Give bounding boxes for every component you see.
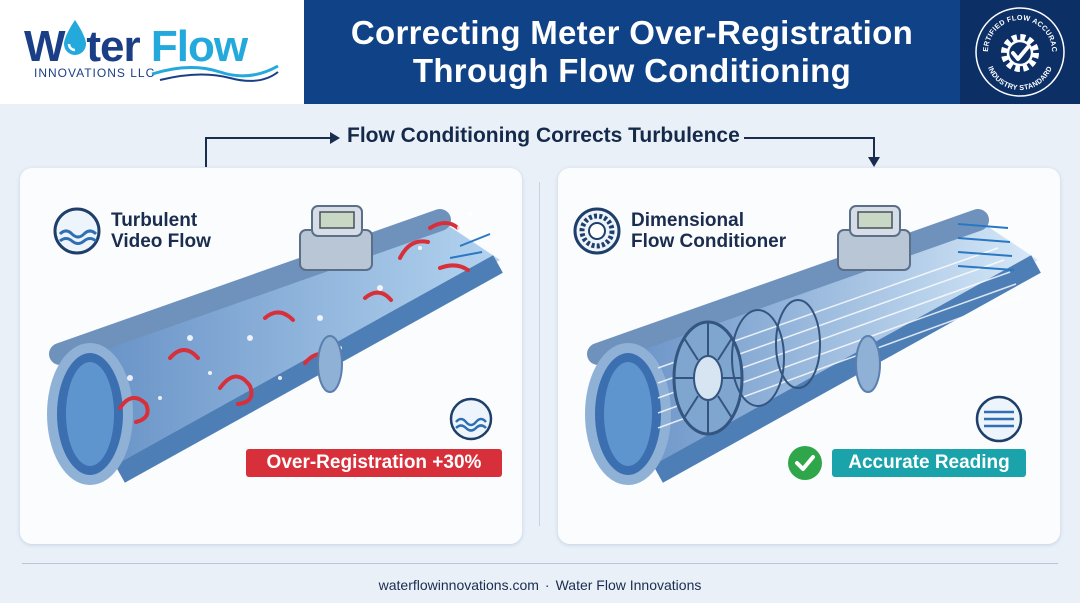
brand-name: Water Flow <box>24 22 248 72</box>
page-title-line1: Correcting Meter Over-Registration <box>350 14 914 51</box>
water-drop-icon <box>64 20 86 55</box>
footer-separator: · <box>544 577 550 593</box>
over-registration-badge: Over-Registration +30% <box>246 449 502 477</box>
brand-name-w: W <box>24 22 64 71</box>
footer-company: Water Flow Innovations <box>555 577 702 593</box>
check-icon <box>788 446 822 480</box>
flow-connector-arrow <box>205 132 880 167</box>
panel-conditioned: Dimensional Flow Conditioner Accurate Re… <box>558 168 1060 544</box>
footer-divider <box>22 563 1058 564</box>
footer-site-link[interactable]: waterflowinnovations.com <box>378 577 539 593</box>
panel-divider <box>539 182 540 526</box>
page-title-line2: Through Flow Conditioning <box>412 52 852 89</box>
panel-right-title-line2: Flow Conditioner <box>631 231 787 252</box>
panel-right-title-line1: Dimensional <box>631 210 744 231</box>
conditioned-pipe-illustration <box>585 205 1041 485</box>
turbulence-mini-icon <box>449 397 493 441</box>
panel-left-title-line1: Turbulent <box>111 210 198 231</box>
panel-turbulent: Turbulent Video Flow Over-Registration +… <box>20 168 522 544</box>
check-gear-icon: CERTIFIED FLOW ACCURACY INDUSTRY STANDAR… <box>974 6 1065 97</box>
certification-badge: CERTIFIED FLOW ACCURACY INDUSTRY STANDAR… <box>960 0 1080 104</box>
accurate-reading-badge: Accurate Reading <box>832 449 1026 477</box>
brand-name-flow: Flow <box>150 22 248 71</box>
laminar-flow-mini-icon <box>975 395 1023 443</box>
logo: Water Flow INNOVATIONS LLC <box>0 0 304 104</box>
footer: waterflowinnovations.com · Water Flow Inno… <box>0 577 1080 593</box>
brand-subtitle: INNOVATIONS LLC <box>34 66 156 80</box>
flow-conditioner-icon <box>573 207 621 255</box>
turbulent-water-icon <box>53 207 101 255</box>
wave-swoosh-icon <box>151 64 279 82</box>
brand-name-ter: ter <box>86 22 140 71</box>
turbulent-pipe-illustration <box>47 205 503 485</box>
page-header: Correcting Meter Over-Registration Throu… <box>304 0 960 104</box>
panel-left-title-line2: Video Flow <box>111 231 211 252</box>
flow-title: Flow Conditioning Corrects Turbulence <box>347 124 740 147</box>
